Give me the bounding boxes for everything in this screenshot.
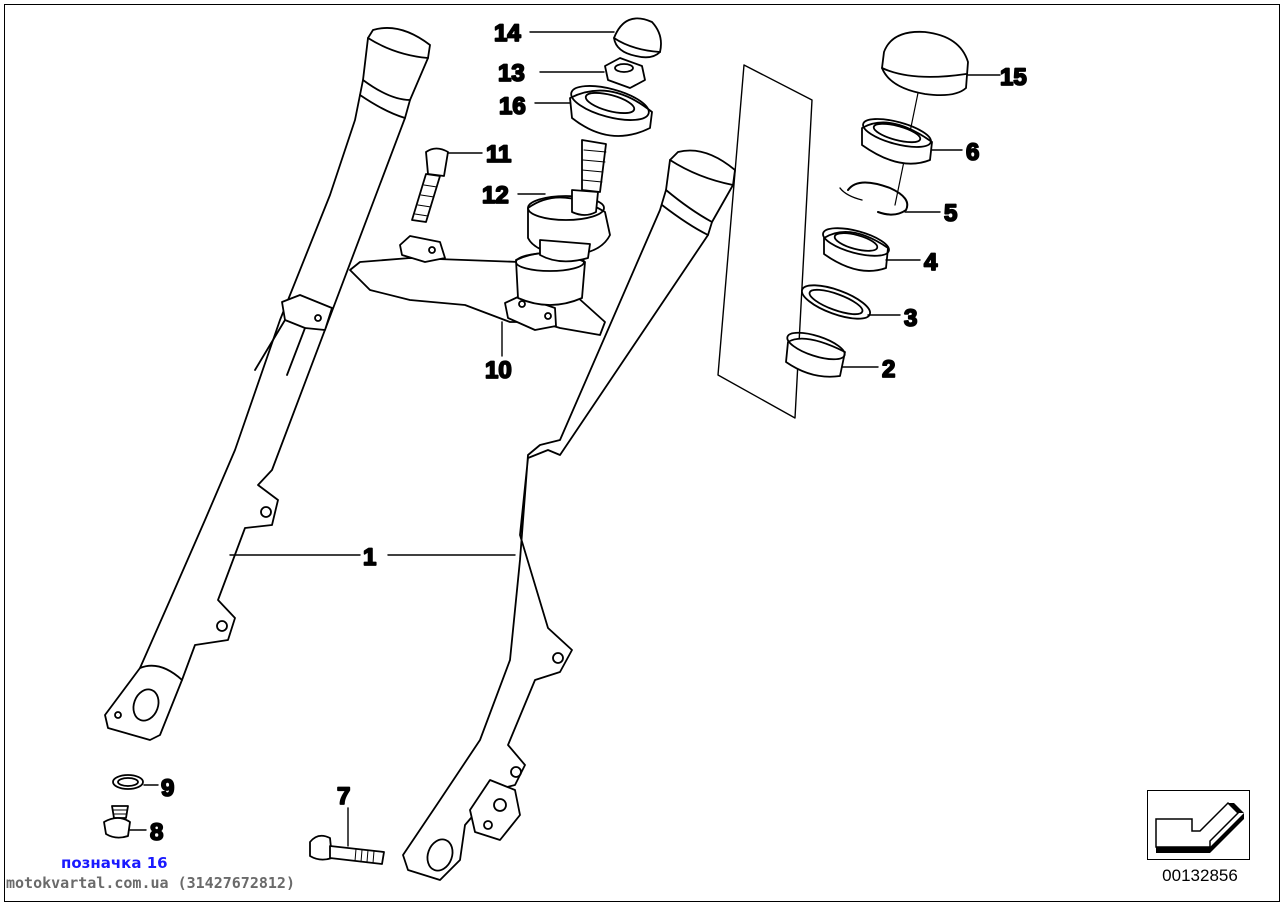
cap-screw-11 — [411, 147, 483, 223]
o-ring-9 — [112, 774, 159, 790]
ball-joint — [517, 139, 611, 263]
callout-5: 5 — [944, 200, 957, 227]
callout-3: 3 — [904, 305, 917, 332]
circlip-5 — [839, 181, 941, 216]
callout-14: 14 — [494, 20, 521, 47]
assembly-bracket — [717, 64, 813, 419]
callout-4: 4 — [924, 249, 938, 276]
diagram-frame — [4, 4, 1280, 902]
right-fork-tube — [402, 149, 736, 881]
bolt-8 — [103, 805, 147, 839]
callout-labels: 1 2 3 4 5 6 7 8 9 10 11 12 13 14 15 16 — [149, 19, 1028, 847]
threaded-ring-6 — [861, 118, 963, 165]
callout-11: 11 — [486, 141, 511, 168]
site-watermark: motokvartal.com.ua (31427672812) — [6, 874, 295, 892]
left-fork-tube — [104, 27, 431, 741]
callout-16: 16 — [499, 93, 526, 120]
bearing-race-2 — [785, 331, 879, 378]
arrow-reference-icon — [1155, 801, 1244, 853]
callout-15: 15 — [1000, 64, 1027, 91]
bearing-4 — [822, 227, 921, 272]
reference-number: 00132856 — [1162, 866, 1238, 885]
callout-2: 2 — [882, 356, 895, 383]
nut-13 — [539, 57, 646, 89]
cover-cap-15 — [881, 30, 1001, 206]
callout-10: 10 — [485, 357, 512, 384]
callout-9: 9 — [161, 775, 174, 802]
callout-1: 1 — [363, 544, 376, 571]
callout-7: 7 — [337, 783, 350, 810]
callout-13: 13 — [498, 60, 525, 87]
callout-6: 6 — [966, 139, 979, 166]
callout-8: 8 — [150, 819, 163, 846]
fork-bridge — [349, 235, 606, 357]
callout-12: 12 — [482, 182, 509, 209]
bolt-7 — [309, 807, 385, 865]
seal-ring-16 — [534, 85, 653, 137]
reference-icon-box — [1147, 790, 1250, 860]
mark-label: позначка 16 — [61, 854, 168, 872]
washer-3 — [801, 284, 901, 320]
dust-cap-14 — [529, 17, 662, 59]
